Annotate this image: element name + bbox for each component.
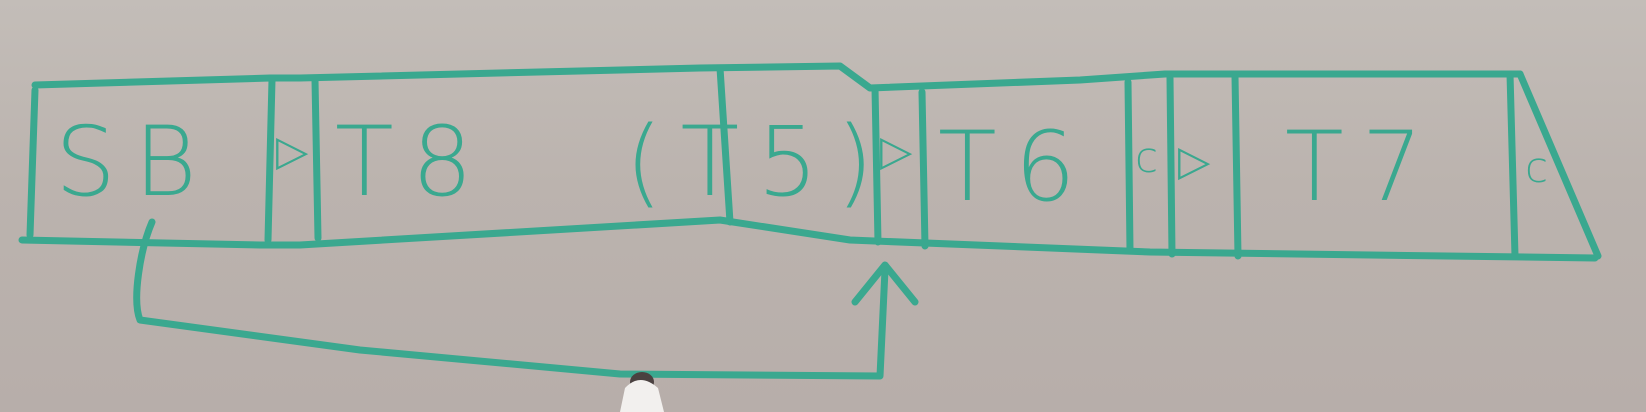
label-t8: T8 bbox=[335, 106, 491, 218]
marker-pen bbox=[620, 372, 664, 412]
label-t5: (T5) bbox=[625, 106, 892, 218]
delta-marker-1: ▷ bbox=[276, 126, 309, 175]
divider-t8-left bbox=[311, 76, 322, 242]
c-marker-2: c bbox=[1525, 143, 1548, 192]
arrow-sb-to-t6 bbox=[133, 218, 919, 380]
divider-t5-left bbox=[716, 64, 734, 226]
chain-left-edge bbox=[26, 86, 39, 239]
divider-sb-right bbox=[264, 76, 276, 244]
divider-t6-left bbox=[918, 88, 929, 250]
delta-marker-2: ▷ bbox=[880, 126, 913, 175]
marker-symbols: ▷ ▷ c ▷ c bbox=[276, 126, 1548, 192]
label-sb: SB bbox=[55, 106, 215, 218]
marker-pen-body bbox=[620, 380, 664, 412]
label-t6: T6 bbox=[938, 111, 1094, 223]
delta-marker-3: ▷ bbox=[1178, 136, 1211, 185]
chain-right-edge bbox=[1516, 70, 1602, 260]
arrow-path bbox=[133, 218, 889, 380]
divider-t6-right bbox=[1124, 78, 1134, 254]
label-t7: T7 bbox=[1285, 111, 1441, 223]
chain-outline bbox=[18, 62, 1602, 262]
divider-t7-right bbox=[1506, 70, 1519, 260]
chain-bottom-edge bbox=[18, 216, 1599, 262]
divider-t5-right bbox=[871, 84, 882, 246]
c-marker-1: c bbox=[1135, 133, 1158, 182]
divider-t7-left bbox=[1166, 74, 1176, 258]
chain-top-edge bbox=[31, 62, 1524, 92]
divider-t7-mid bbox=[1231, 72, 1242, 260]
segment-labels: SB T8 (T5) T6 T7 bbox=[55, 106, 1441, 223]
arrow-head bbox=[851, 261, 919, 306]
